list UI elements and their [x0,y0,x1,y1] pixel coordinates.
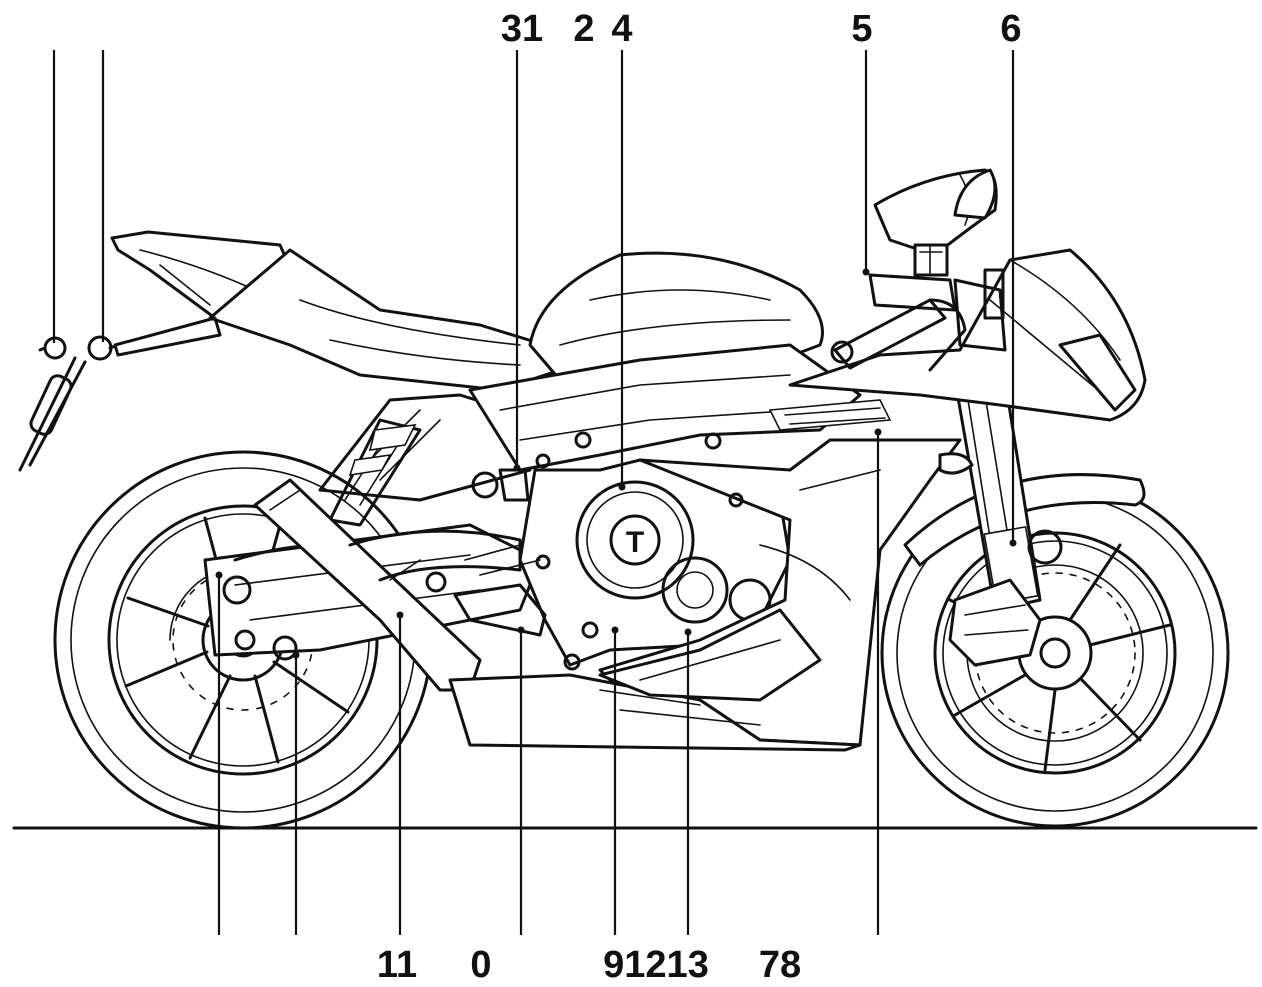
exhaust-silencer [253,478,482,692]
callout-label: 6 [1000,8,1021,50]
leader-dots [215,268,1017,659]
front-fairing [788,248,1147,422]
engine-emblem: T [626,526,644,559]
callout-label: 0 [470,944,491,986]
callout-label: 5 [851,8,872,50]
callout-label: 31 [501,8,543,50]
callout-labels-top: 31 2 4 5 6 [501,8,1022,50]
callout-label: 78 [759,944,801,986]
clutch-cover [575,480,695,600]
callout-label: 4 [611,8,632,50]
headlight [1058,333,1137,412]
callout-label: 11 [377,944,417,986]
mirror [953,168,997,220]
callout-label: 91213 [603,944,709,986]
callout-labels-bottom: 11 0 91213 78 [377,944,801,986]
leader-lines [52,50,1015,935]
belly-pan [448,673,862,752]
rear-indicator-right [87,335,113,361]
callout-label: 2 [573,8,594,50]
